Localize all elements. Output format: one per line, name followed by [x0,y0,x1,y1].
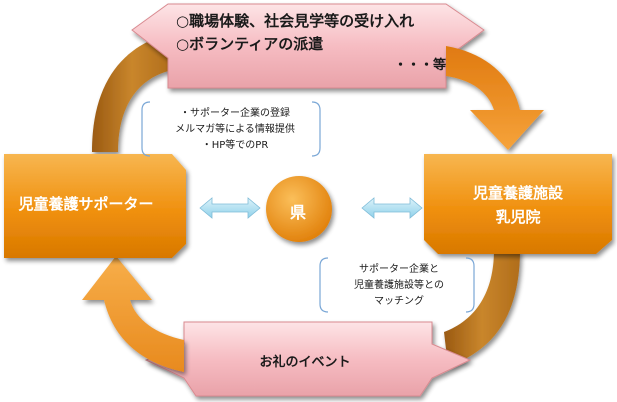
top-banner-line-2: ○ボランティアの派遣 [176,35,324,53]
center-circle [266,176,332,242]
info-bottom-right-line-1: サポーター企業と [359,264,439,275]
bottom-banner-label: お礼のイベント [259,355,351,370]
curve-arrow-top-right [446,46,544,150]
right-box-line-1: 児童養護施設 [472,184,563,202]
info-bottom-right-line-3: マッチング [374,296,424,307]
top-banner-etc: ・・・等 [394,58,447,73]
info-top-left-text: ・サポーター企業の登録 メルマガ等による情報提供 ・HP等でのPR [150,106,320,154]
right-box-shape [424,154,612,254]
info-box-bottom-right [319,257,475,313]
info-box-top-left [141,101,321,157]
curve-arrow-top-left [92,34,172,152]
center-label: 県 [289,203,306,222]
curve-arrow-bottom-left [82,256,184,372]
left-box-label: 児童養護サポーター [18,195,154,213]
double-arrow-right [361,197,423,219]
info-top-left-line-3: ・HP等でのPR [201,140,269,151]
info-top-left-line-1: ・サポーター企業の登録 [180,108,290,119]
top-banner-line-1: ○職場体験、社会見学等の受け入れ [176,12,415,30]
left-box-shape [4,154,186,258]
right-box-line-2: 乳児院 [495,208,541,226]
info-bottom-right-text: サポーター企業と 児童養護施設等との マッチング [326,262,472,310]
curve-arrow-bottom-right [444,250,520,366]
info-top-left-line-2: メルマガ等による情報提供 [175,124,295,135]
info-bottom-right-line-2: 児童養護施設等との [354,280,444,291]
double-arrow-left [199,197,261,219]
